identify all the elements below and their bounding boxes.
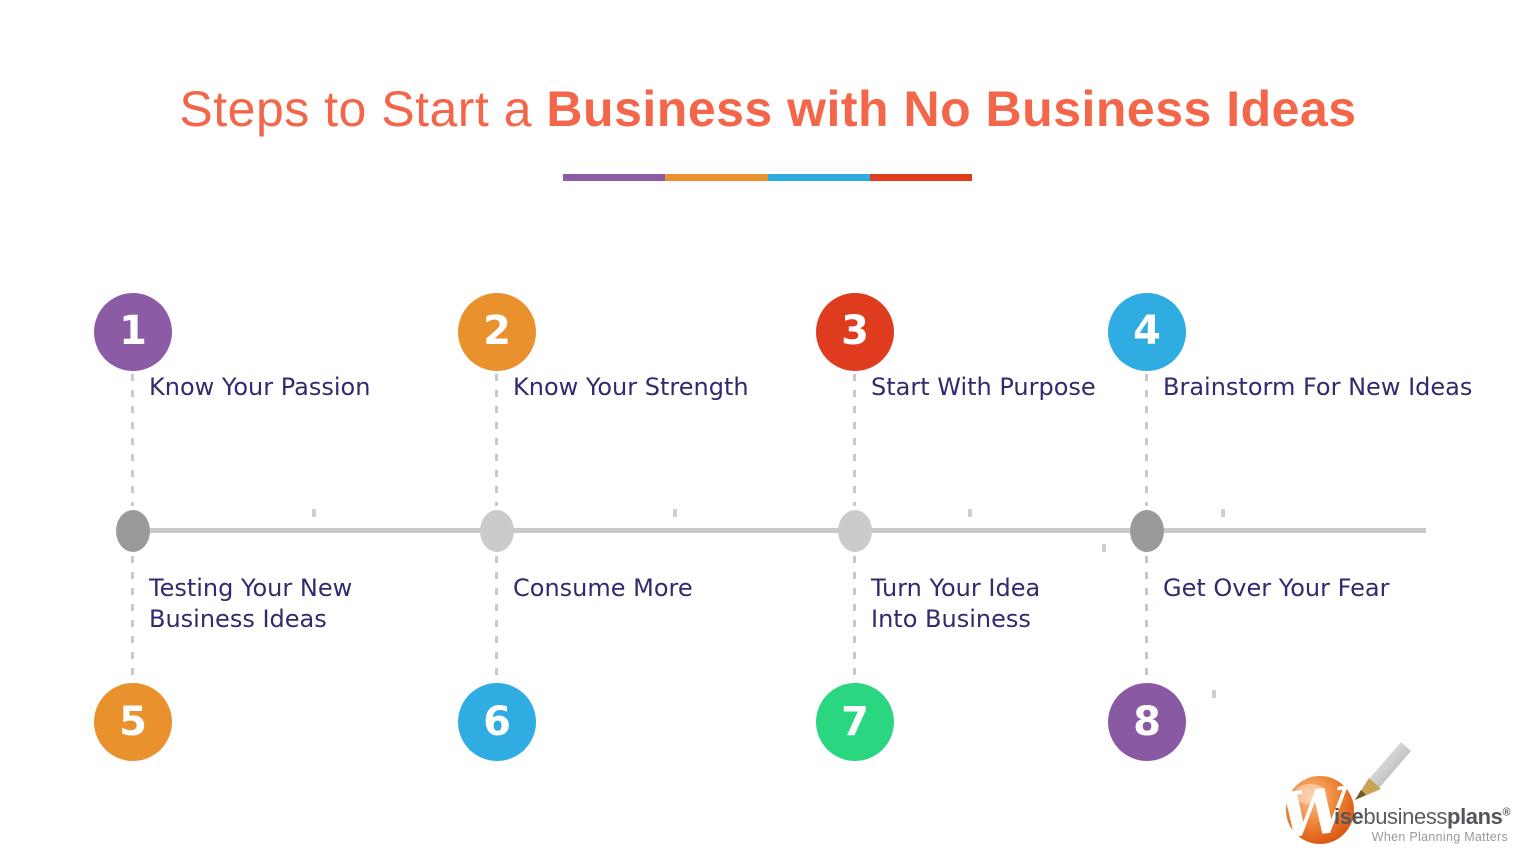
step-label-7: Turn Your Idea Into Business xyxy=(871,573,1040,635)
timeline-dot-2 xyxy=(480,510,514,552)
step-label-6-line1: Consume More xyxy=(513,574,693,602)
step-label-5-line1: Testing Your New xyxy=(149,574,353,602)
step-label-6: Consume More xyxy=(513,573,693,604)
tick xyxy=(1212,690,1216,698)
step-circle-3: 3 xyxy=(816,293,894,371)
timeline-dot-4 xyxy=(1130,510,1164,552)
registered-mark: ® xyxy=(1502,806,1511,819)
divider-segment-purple xyxy=(563,174,666,181)
logo-sphere-highlight xyxy=(1294,784,1326,804)
step-circle-5: 5 xyxy=(94,683,172,761)
tick xyxy=(312,509,316,517)
timeline-dot-1 xyxy=(116,510,150,552)
timeline-dot-3 xyxy=(838,510,872,552)
brand-tagline: When Planning Matters xyxy=(1371,830,1508,844)
step-circle-2: 2 xyxy=(458,293,536,371)
dashed-connector xyxy=(1145,374,1148,506)
step-label-2: Know Your Strength xyxy=(513,373,749,401)
pen-nib-tip xyxy=(1355,790,1366,800)
step-circle-1: 1 xyxy=(94,293,172,371)
dashed-connector xyxy=(853,556,856,680)
step-label-1: Know Your Passion xyxy=(149,373,371,401)
step-number-4: 4 xyxy=(1133,308,1161,354)
step-number-5: 5 xyxy=(119,699,147,745)
logo-graphic: W xyxy=(1276,742,1411,853)
step-circle-8: 8 xyxy=(1108,683,1186,761)
tick xyxy=(1102,544,1106,552)
step-label-5-line2: Business Ideas xyxy=(149,605,327,633)
step-number-7: 7 xyxy=(841,699,869,745)
title-divider xyxy=(563,174,972,181)
brand-plans: plans xyxy=(1447,804,1503,829)
dashed-connector xyxy=(131,556,134,680)
step-circle-6: 6 xyxy=(458,683,536,761)
step-label-5: Testing Your New Business Ideas xyxy=(149,573,352,635)
dashed-connector xyxy=(495,374,498,506)
tick xyxy=(968,509,972,517)
dashed-connector xyxy=(853,374,856,506)
step-label-8: Get Over Your Fear xyxy=(1163,573,1389,604)
brand-ise: ise xyxy=(1334,804,1364,829)
step-number-1: 1 xyxy=(119,308,147,354)
step-label-4: Brainstorm For New Ideas xyxy=(1163,373,1473,401)
dashed-connector xyxy=(495,556,498,680)
wisebusinessplans-logo: W isebusinessplans® When Planning Matter… xyxy=(1268,738,1520,856)
step-number-3: 3 xyxy=(841,308,869,354)
step-number-6: 6 xyxy=(483,699,511,745)
brand-wordmark: isebusinessplans® xyxy=(1334,804,1511,830)
step-circle-7: 7 xyxy=(816,683,894,761)
tick xyxy=(673,509,677,517)
step-number-8: 8 xyxy=(1133,699,1161,745)
step-circle-4: 4 xyxy=(1108,293,1186,371)
step-label-3: Start With Purpose xyxy=(871,373,1096,401)
logo-sphere xyxy=(1286,776,1354,844)
divider-segment-blue xyxy=(767,174,870,181)
page-title-bold: Business with No Business Ideas xyxy=(546,81,1357,137)
dashed-connector xyxy=(131,374,134,506)
tick xyxy=(1221,509,1225,517)
divider-segment-orange xyxy=(665,174,768,181)
divider-segment-red xyxy=(869,174,972,181)
page-title-regular: Steps to Start a xyxy=(179,81,547,137)
pen-shaft xyxy=(1369,742,1411,788)
timeline-line xyxy=(133,528,1426,533)
step-label-7-line2: Into Business xyxy=(871,605,1031,633)
logo-monogram-w: W xyxy=(1276,772,1358,852)
brand-business: business xyxy=(1363,804,1448,829)
page-title: Steps to Start a Business with No Busine… xyxy=(0,82,1536,137)
dashed-connector xyxy=(1145,556,1148,680)
step-label-8-line1: Get Over Your Fear xyxy=(1163,574,1390,602)
step-label-7-line1: Turn Your Idea xyxy=(871,574,1041,602)
step-number-2: 2 xyxy=(483,308,511,354)
